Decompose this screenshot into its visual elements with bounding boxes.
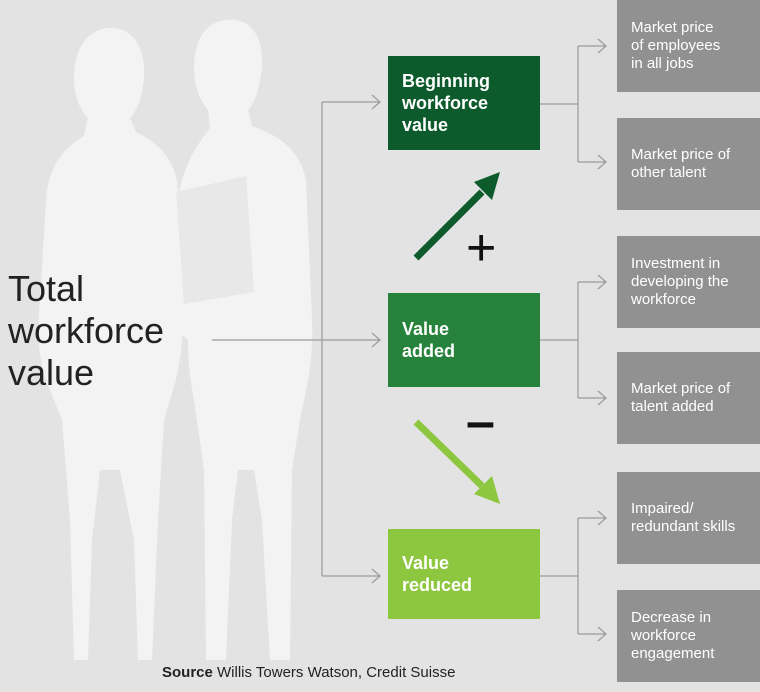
source-label: Source — [162, 664, 213, 681]
connector-lines — [212, 38, 607, 642]
added-line-2: added — [402, 341, 456, 361]
component-box-investment: Investment in developing the workforce — [617, 236, 760, 328]
total-workforce-value-label: Total workforce value — [8, 268, 164, 394]
total-line-2: workforce — [8, 310, 165, 351]
plus-sign: + — [466, 219, 497, 277]
component-box-impaired-skills: Impaired/ redundant skills — [617, 472, 760, 564]
decrease-arrow — [413, 419, 500, 504]
component-box-engagement: Decrease in workforce engagement — [617, 590, 760, 682]
source-text: Willis Towers Watson, Credit Suisse — [212, 664, 456, 681]
value-reduced-box: Value reduced — [388, 529, 540, 619]
beginning-line-2: workforce — [402, 93, 489, 113]
reduced-line-2: reduced — [402, 575, 473, 595]
arrowhead-to-added — [371, 332, 381, 348]
component-box-other-talent: Market price of other talent — [617, 118, 760, 210]
arrowhead-to-beginning — [371, 94, 381, 110]
minus-sign: – — [466, 393, 495, 451]
added-line-1: Value — [402, 319, 450, 339]
arrowhead-to-reduced — [371, 568, 381, 584]
total-line-3: value — [8, 352, 95, 393]
total-line-1: Total — [8, 268, 85, 309]
value-added-box: Value added — [388, 293, 540, 387]
component-box-employees-market-price: Market price of employees in all jobs — [617, 0, 760, 92]
beginning-workforce-value-box: Beginning workforce value — [388, 56, 540, 150]
source-note: Source Willis Towers Watson, Credit Suis… — [162, 664, 455, 681]
component-box-talent-added: Market price of talent added — [617, 352, 760, 444]
businesswoman-silhouette — [38, 27, 183, 661]
increase-arrow — [413, 172, 500, 261]
beginning-line-3: value — [402, 115, 449, 135]
beginning-line-1: Beginning — [402, 71, 490, 91]
reduced-line-1: Value — [402, 553, 450, 573]
